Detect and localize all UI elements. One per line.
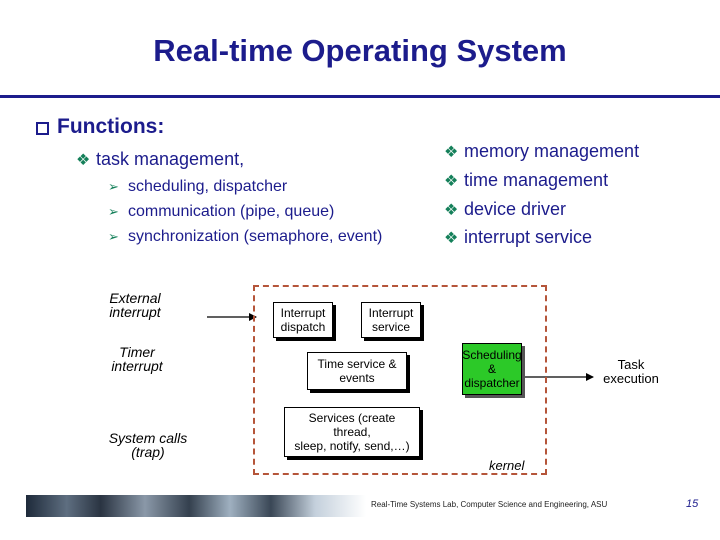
subitem-label: synchronization (semaphore, event) (128, 228, 383, 245)
arrow-bullet-icon: ➢ (108, 229, 119, 244)
functions-heading: Functions: (36, 115, 164, 139)
services-box: Services (create thread,sleep, notify, s… (284, 407, 420, 457)
list-item-time-management: ❖ time management (444, 170, 608, 191)
diamond-bullet-icon: ❖ (444, 143, 459, 161)
arrow-bullet-icon: ➢ (108, 204, 119, 219)
subitem-scheduling: ➢ scheduling, dispatcher (108, 178, 287, 196)
list-item-memory-management: ❖ memory management (444, 141, 639, 162)
list-item-label: device driver (464, 199, 567, 219)
subitem-communication: ➢ communication (pipe, queue) (108, 203, 334, 221)
hollow-square-bullet-icon (36, 121, 49, 135)
time-service-box: Time service &events (307, 352, 407, 390)
subitem-synchronization: ➢ synchronization (semaphore, event) (108, 228, 382, 246)
subitem-label: communication (pipe, queue) (128, 203, 335, 220)
subitem-label: scheduling, dispatcher (128, 178, 288, 195)
diamond-bullet-icon: ❖ (444, 229, 459, 247)
footer-image-strip (26, 495, 366, 517)
list-item-device-driver: ❖ device driver (444, 199, 566, 220)
list-item-interrupt-service: ❖ interrupt service (444, 227, 592, 248)
list-item-label: time management (464, 170, 609, 190)
task-execution-label: Task execution (603, 357, 659, 386)
scheduling-dispatcher-box: Scheduling&dispatcher (462, 343, 522, 395)
arrow-bullet-icon: ➢ (108, 179, 119, 194)
slide-title: Real-time Operating System (153, 33, 567, 68)
list-item-task-management: ❖ task management, (76, 149, 244, 170)
title-divider (0, 95, 720, 98)
functions-heading-label: Functions: (57, 115, 165, 138)
list-item-label: memory management (464, 141, 640, 161)
page-number: 15 (686, 498, 699, 510)
diamond-bullet-icon: ❖ (444, 172, 459, 190)
kernel-label: kernel (489, 458, 525, 473)
list-item-label: interrupt service (464, 227, 593, 247)
diamond-bullet-icon: ❖ (444, 201, 459, 219)
external-interrupt-label: External interrupt (109, 290, 161, 320)
kernel-boundary (253, 285, 547, 475)
system-calls-label: System calls (trap) (108, 430, 188, 460)
footer-credit: Real-Time Systems Lab, Computer Science … (371, 500, 608, 509)
list-item-label: task management, (96, 149, 245, 169)
diamond-bullet-icon: ❖ (76, 151, 91, 169)
timer-interrupt-label: Timer interrupt (111, 344, 163, 374)
